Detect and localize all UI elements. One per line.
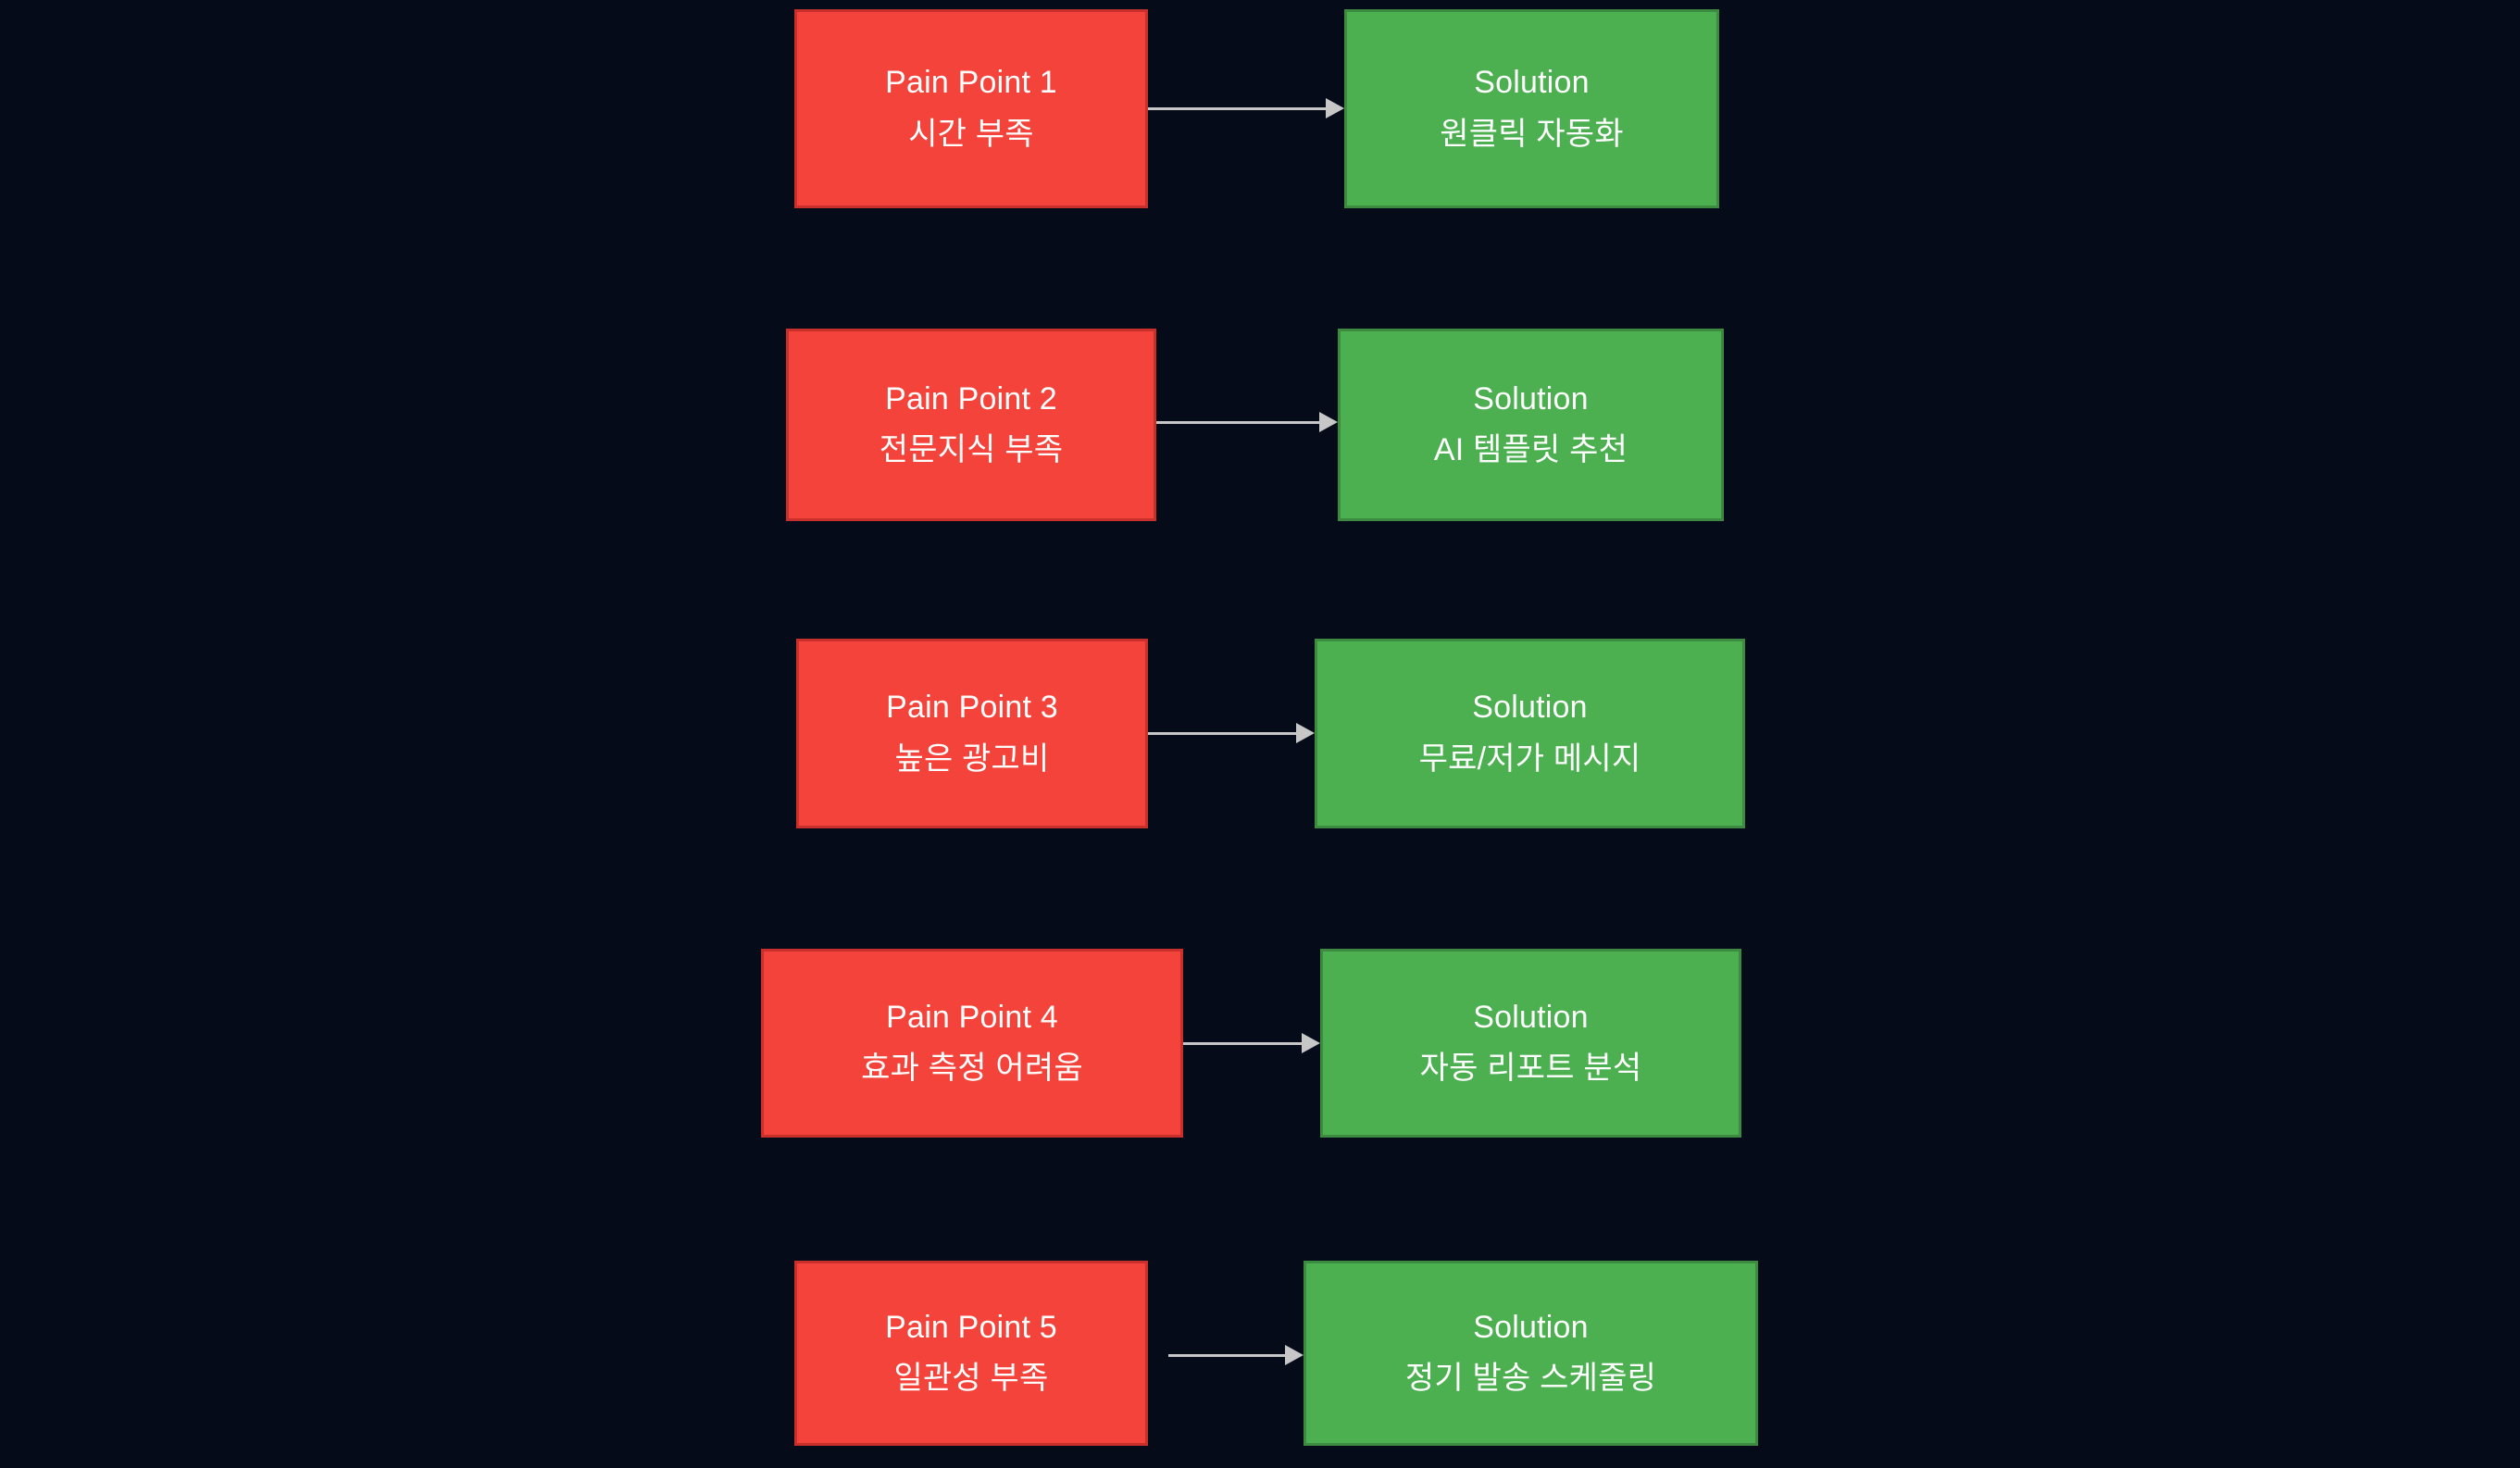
pain-point-detail-3: 높은 광고비 xyxy=(894,740,1050,777)
pain-point-node-3[interactable]: Pain Point 3 높은 광고비 xyxy=(796,639,1148,828)
pain-point-title-2: Pain Point 2 xyxy=(885,380,1057,417)
arrow-shaft-5 xyxy=(1168,1353,1285,1357)
pain-point-detail-5: 일관성 부족 xyxy=(893,1361,1049,1396)
solution-detail-3: 무료/저가 메시지 xyxy=(1418,740,1641,777)
pain-point-node-4[interactable]: Pain Point 4 효과 측정 어려움 xyxy=(761,949,1183,1138)
solution-detail-1: 원클릭 자동화 xyxy=(1440,116,1624,152)
solution-title-1: Solution xyxy=(1474,65,1590,101)
solution-title-2: Solution xyxy=(1473,380,1589,417)
solution-detail-2: AI 템플릿 추천 xyxy=(1433,432,1628,467)
pain-point-title-5: Pain Point 5 xyxy=(885,1309,1057,1345)
solution-node-5[interactable]: Solution 정기 발송 스케줄링 xyxy=(1304,1261,1758,1446)
solution-node-4[interactable]: Solution 자동 리포트 분석 xyxy=(1320,949,1741,1138)
arrow-shaft-2 xyxy=(1156,420,1319,424)
pain-point-title-1: Pain Point 1 xyxy=(885,65,1057,101)
arrow-head-icon-4 xyxy=(1302,1033,1320,1053)
pain-point-detail-2: 전문지식 부족 xyxy=(879,432,1064,467)
pain-point-detail-4: 효과 측정 어려움 xyxy=(861,1051,1083,1086)
arrow-connector-4 xyxy=(1183,1032,1320,1054)
solution-node-2[interactable]: Solution AI 템플릿 추천 xyxy=(1338,329,1724,521)
solution-title-3: Solution xyxy=(1472,690,1588,726)
arrow-head-icon-5 xyxy=(1285,1345,1304,1365)
pain-point-node-5[interactable]: Pain Point 5 일관성 부족 xyxy=(794,1261,1148,1446)
arrow-connector-2 xyxy=(1156,411,1338,433)
solution-node-1[interactable]: Solution 원클릭 자동화 xyxy=(1344,9,1719,208)
pain-point-node-2[interactable]: Pain Point 2 전문지식 부족 xyxy=(786,329,1156,521)
solution-title-5: Solution xyxy=(1473,1309,1589,1345)
arrow-shaft-3 xyxy=(1148,731,1296,735)
solution-detail-5: 정기 발송 스케줄링 xyxy=(1404,1361,1657,1396)
arrow-head-icon-1 xyxy=(1326,98,1344,118)
solution-detail-4: 자동 리포트 분석 xyxy=(1419,1051,1642,1086)
arrow-head-icon-2 xyxy=(1319,412,1338,432)
arrow-shaft-1 xyxy=(1148,106,1326,110)
pain-point-title-4: Pain Point 4 xyxy=(886,999,1058,1035)
solution-node-3[interactable]: Solution 무료/저가 메시지 xyxy=(1315,639,1745,828)
arrow-connector-5 xyxy=(1168,1344,1304,1366)
arrow-shaft-4 xyxy=(1183,1041,1302,1045)
arrow-head-icon-3 xyxy=(1296,723,1315,743)
solution-title-4: Solution xyxy=(1473,999,1589,1035)
pain-point-title-3: Pain Point 3 xyxy=(886,690,1058,726)
pain-point-node-1[interactable]: Pain Point 1 시간 부족 xyxy=(794,9,1148,208)
pain-point-detail-1: 시간 부족 xyxy=(908,116,1034,152)
arrow-connector-3 xyxy=(1148,722,1315,744)
arrow-connector-1 xyxy=(1148,97,1344,119)
